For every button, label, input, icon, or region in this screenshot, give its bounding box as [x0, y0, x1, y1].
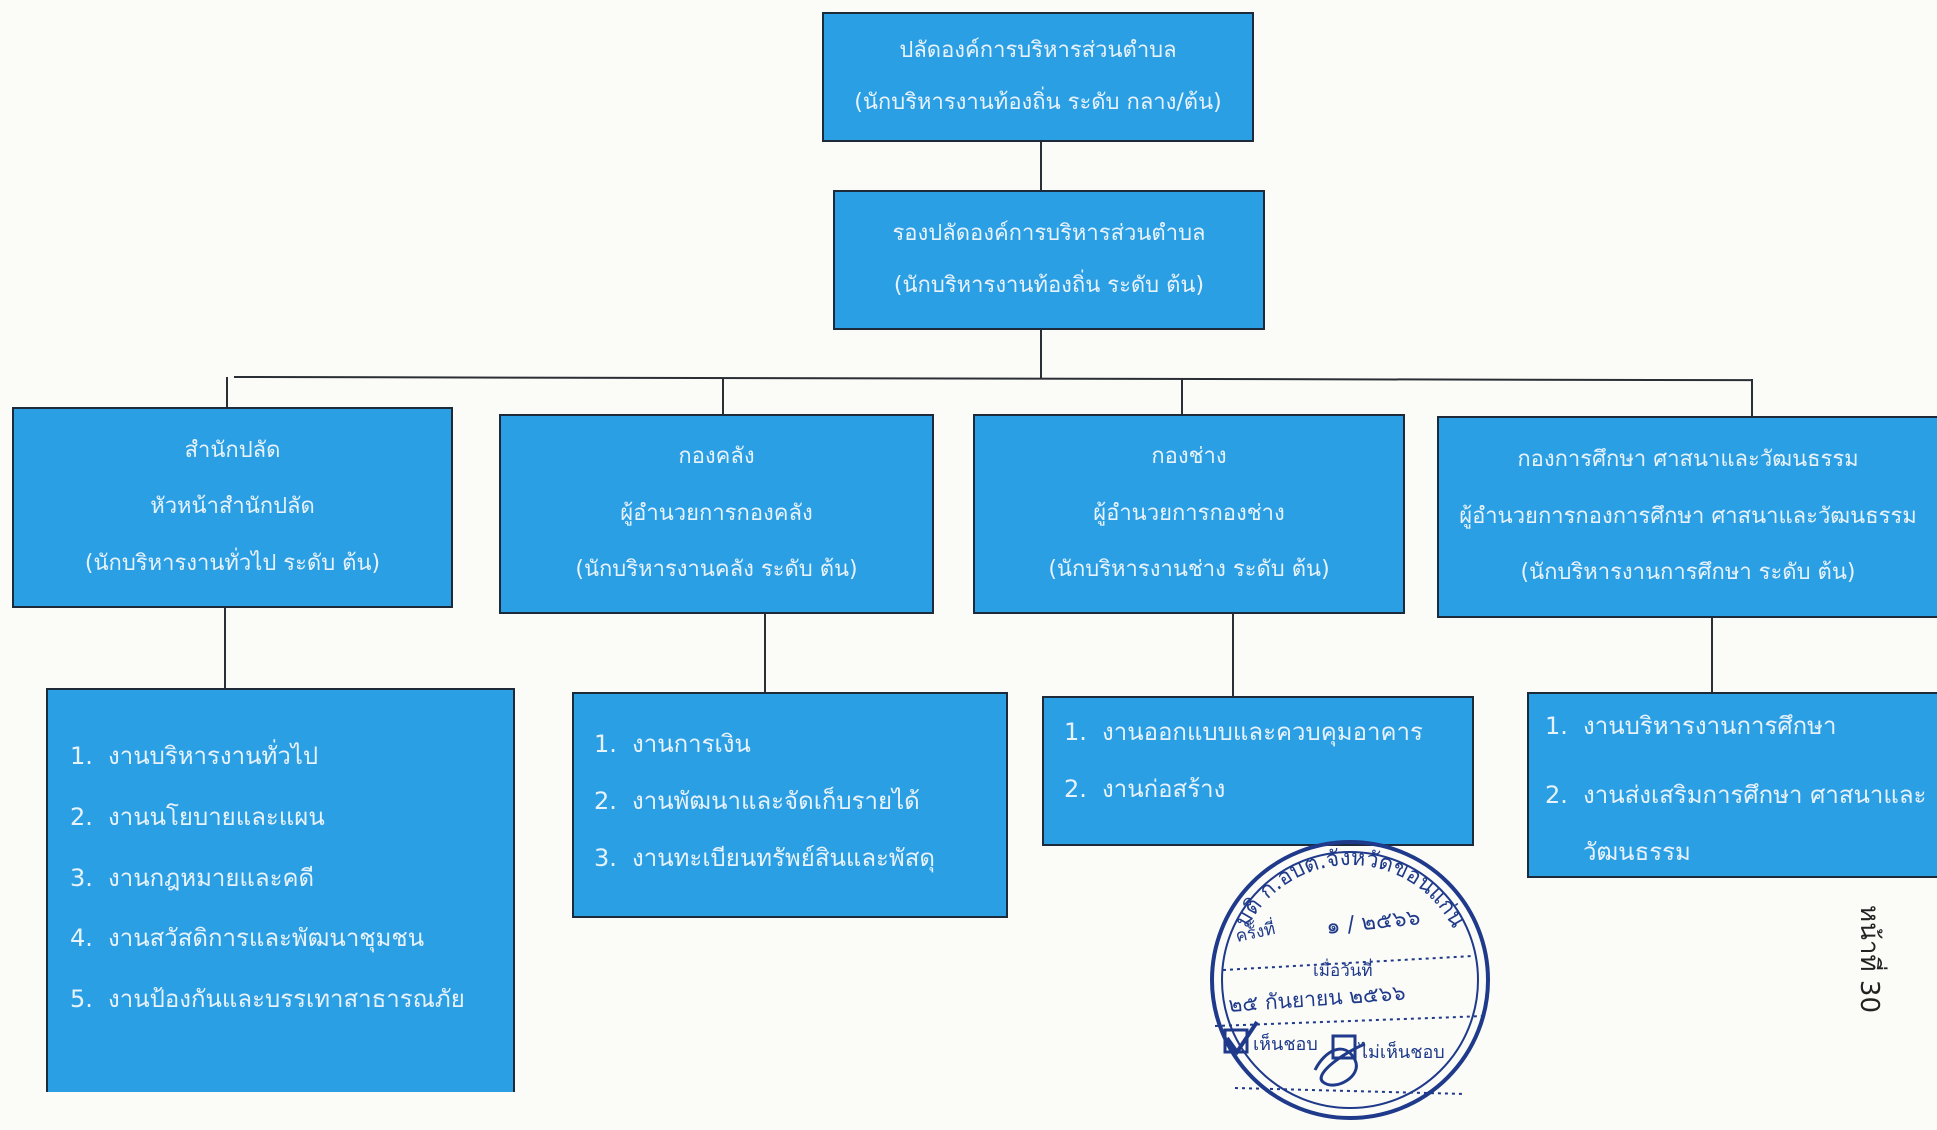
- connector-dept1-tasks: [224, 608, 226, 688]
- department-box-office-of-clerk: สำนักปลัด หัวหน้าสำนักปลัด (นักบริหารงาน…: [12, 407, 453, 608]
- task-item: 2. งานส่งเสริมการศึกษา ศาสนาและวัฒนธรรม: [1545, 767, 1929, 882]
- department-name: สำนักปลัด: [184, 437, 281, 463]
- task-item: 4. งานสวัสดิการและพัฒนาชุมชน: [70, 924, 513, 953]
- department-head: หัวหน้าสำนักปลัด: [150, 494, 315, 520]
- task-item: 2. งานนโยบายและแผน: [70, 803, 513, 832]
- task-number: 5.: [70, 985, 93, 1014]
- approve-checkmark: [1225, 1020, 1259, 1056]
- deputy-administrator-title: รองปลัดองค์การบริหารส่วนตำบล: [892, 220, 1206, 246]
- task-text: งานสวัสดิการและพัฒนาชุมชน: [108, 924, 425, 953]
- task-text: งานออกแบบและควบคุมอาคาร: [1102, 718, 1423, 746]
- chief-administrator-box: ปลัดองค์การบริหารส่วนตำบล (นักบริหารงานท…: [822, 12, 1254, 142]
- task-item: 3. งานทะเบียนทรัพย์สินและพัสดุ: [594, 844, 1006, 873]
- page-number: หน้าที่ 30: [1854, 905, 1884, 1013]
- task-number: 3.: [70, 863, 93, 892]
- task-text: งานป้องกันและบรรเทาสาธารณภัย: [108, 985, 465, 1014]
- stamp-meeting-value: ๑ / ๒๕๖๖: [1325, 905, 1422, 940]
- stamp-date-label: เมื่อวันที่: [1313, 958, 1373, 981]
- stamp-approve-label: เห็นชอบ: [1253, 1032, 1318, 1055]
- department-box-finance: กองคลัง ผู้อำนวยการกองคลัง (นักบริหารงาน…: [499, 414, 934, 614]
- connector-top-deputy: [1040, 142, 1042, 190]
- connector-deputy-bus: [1040, 330, 1042, 378]
- stamp-dotted-line: [1214, 1015, 1486, 1027]
- task-item: 3. งานกฎหมายและคดี: [70, 864, 513, 893]
- task-text: งานกฎหมายและคดี: [108, 863, 315, 892]
- task-text: งานนโยบายและแผน: [108, 802, 325, 831]
- stamp-signature: [1313, 1042, 1366, 1087]
- connector-bus-dept1: [226, 377, 228, 407]
- task-list-office-of-clerk: 1. งานบริหารงานทั่วไป 2. งานนโยบายและแผน 3…: [46, 688, 515, 1092]
- task-number: 1.: [1064, 718, 1087, 746]
- task-item: 1. งานการเงิน: [594, 730, 1006, 759]
- task-number: 1.: [594, 730, 617, 758]
- connector-dept2-tasks: [764, 614, 766, 692]
- task-text: งานการเงิน: [632, 730, 751, 758]
- task-number: 3.: [594, 843, 617, 872]
- chief-administrator-level: (นักบริหารงานท้องถิ่น ระดับ กลาง/ต้น): [854, 90, 1222, 115]
- deputy-administrator-box: รองปลัดองค์การบริหารส่วนตำบล (นักบริหารง…: [833, 190, 1265, 330]
- department-box-education: กองการศึกษา ศาสนาและวัฒนธรรม ผู้อำนวยการ…: [1437, 416, 1937, 618]
- chief-administrator-title: ปลัดองค์การบริหารส่วนตำบล: [899, 37, 1177, 63]
- department-level: (นักบริหารงานช่าง ระดับ ต้น): [1048, 557, 1330, 583]
- task-number: 2.: [594, 786, 617, 815]
- department-name: กองช่าง: [1151, 444, 1227, 470]
- department-head: ผู้อำนวยการกองช่าง: [1093, 500, 1285, 526]
- department-box-engineering: กองช่าง ผู้อำนวยการกองช่าง (นักบริหารงาน…: [973, 414, 1405, 614]
- task-number: 1.: [70, 742, 93, 770]
- task-text: งานก่อสร้าง: [1102, 774, 1226, 803]
- task-number: 4.: [70, 924, 93, 953]
- connector-bus-dept3: [1181, 379, 1183, 414]
- connector-dept3-tasks: [1232, 614, 1234, 696]
- task-number: 2.: [1064, 774, 1087, 803]
- stamp-date-value: ๒๕ กันยายน ๒๕๖๖: [1228, 981, 1407, 1017]
- task-item: 2. งานก่อสร้าง: [1064, 775, 1472, 804]
- task-item: 1. งานบริหารงานการศึกษา: [1545, 712, 1929, 741]
- task-number: 2.: [1545, 780, 1568, 809]
- task-item: 1. งานบริหารงานทั่วไป: [70, 742, 513, 771]
- department-head: ผู้อำนวยการกองการศึกษา ศาสนาและวัฒนธรรม: [1459, 503, 1917, 529]
- task-item: 2. งานพัฒนาและจัดเก็บรายได้: [594, 787, 1006, 816]
- connector-bus-dept4: [1751, 379, 1753, 416]
- connector-bus-horizontal: [233, 376, 1752, 382]
- task-text: งานบริหารงานทั่วไป: [108, 742, 319, 770]
- task-text: งานบริหารงานการศึกษา: [1583, 712, 1837, 740]
- connector-dept4-tasks: [1711, 618, 1713, 692]
- department-head: ผู้อำนวยการกองคลัง: [620, 500, 813, 526]
- task-number: 2.: [70, 802, 93, 831]
- task-list-finance: 1.งานการเงิน 2.งานพัฒนาและจัดเก็บรายได้ …: [572, 692, 1008, 918]
- department-level: (นักบริหารงานการศึกษา ระดับ ต้น): [1520, 560, 1856, 586]
- task-text: งานพัฒนาและจัดเก็บรายได้: [632, 786, 920, 815]
- department-level: (นักบริหารงานทั่วไป ระดับ ต้น): [84, 550, 381, 576]
- task-item: 5. งานป้องกันและบรรเทาสาธารณภัย: [70, 985, 513, 1014]
- department-name: กองคลัง: [678, 444, 755, 470]
- department-level: (นักบริหารงานคลัง ระดับ ต้น): [575, 557, 858, 583]
- deputy-administrator-level: (นักบริหารงานท้องถิ่น ระดับ ต้น): [893, 273, 1205, 298]
- task-text: งานทะเบียนทรัพย์สินและพัสดุ: [632, 843, 935, 872]
- task-text: งานส่งเสริมการศึกษา ศาสนาและวัฒนธรรม: [1583, 780, 1927, 867]
- stamp-disapprove-label: ไม่เห็นชอบ: [1357, 1040, 1445, 1063]
- task-item: 1. งานออกแบบและควบคุมอาคาร: [1064, 718, 1472, 747]
- connector-bus-dept2: [722, 378, 724, 414]
- task-list-education: 1. งานบริหารงานการศึกษา 2. งานส่งเสริมการศ…: [1527, 692, 1937, 878]
- department-name: กองการศึกษา ศาสนาและวัฒนธรรม: [1517, 447, 1859, 473]
- approval-stamp: มติ ก.อบต.จังหวัดขอนแก่น ครั้งที่ ๑ / ๒๕…: [1210, 840, 1490, 1120]
- task-number: 1.: [1545, 712, 1568, 740]
- task-list-engineering: 1. งานออกแบบและควบคุมอาคาร 2. งานก่อสร้าง: [1042, 696, 1474, 846]
